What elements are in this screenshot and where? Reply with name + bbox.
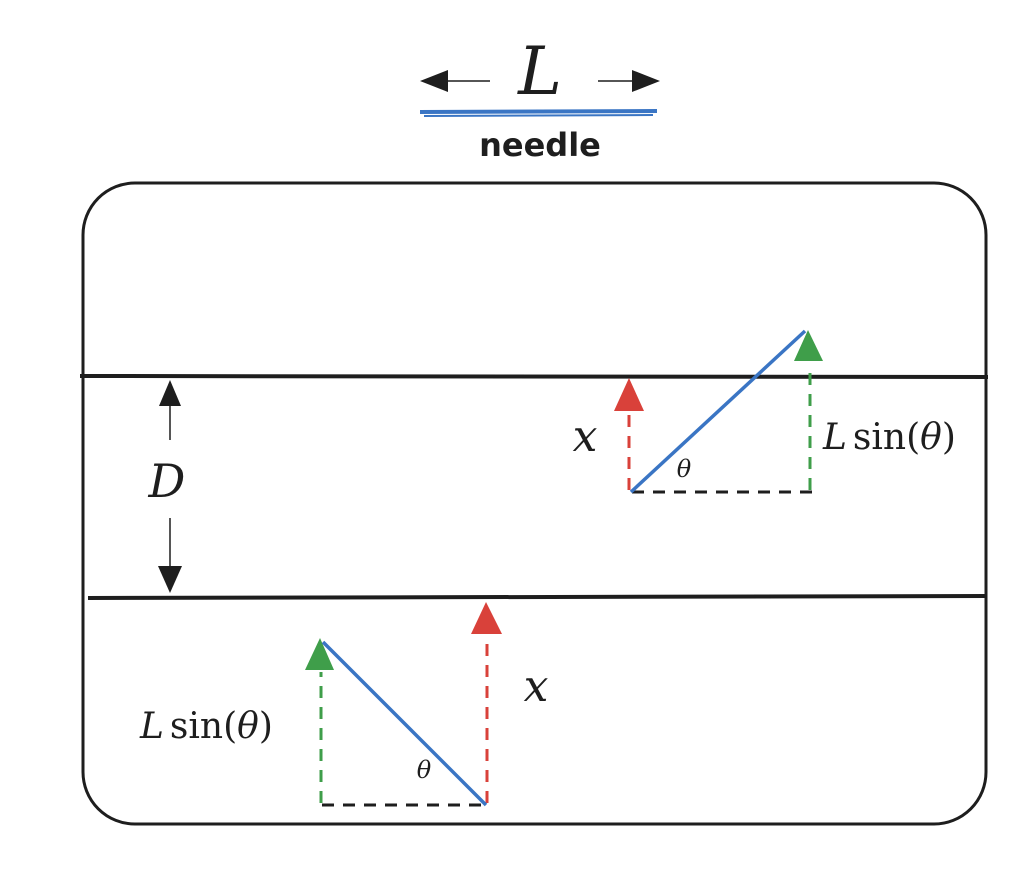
left-arrowhead-icon (420, 70, 448, 92)
upper-x-label: x (573, 411, 598, 462)
upper-lsin-L: L (822, 417, 847, 458)
lower-sin-arrowhead-icon (305, 638, 334, 670)
upper-lsin-fn: sin( (853, 417, 920, 458)
down-arrowhead-icon (158, 566, 182, 593)
needle-length-label: L (517, 33, 562, 110)
upper-x-arrowhead-icon (614, 378, 644, 411)
lower-lsin-L: L (139, 706, 164, 747)
upper-needle (629, 329, 807, 494)
upper-parallel-line (79, 374, 989, 379)
lower-x-label: x (524, 661, 549, 712)
lower-needle (321, 640, 488, 807)
up-arrowhead-icon (159, 380, 181, 406)
lower-x-arrowhead-icon (471, 602, 502, 634)
lower-parallel-line (87, 594, 987, 600)
board-outline (81, 181, 988, 826)
lower-lsin-close: ) (259, 706, 273, 747)
needle-legend: L needle (419, 33, 660, 164)
spacing-label: D (148, 454, 186, 508)
right-arrowhead-icon (632, 70, 660, 92)
upper-lsin-theta: θ (920, 417, 942, 458)
upper-lsin-close: ) (942, 417, 956, 458)
lower-lsin-fn: sin( (170, 706, 237, 747)
upper-theta-label: θ (677, 455, 692, 483)
needle-sample (419, 109, 658, 114)
upper-sin-arrowhead-icon (794, 330, 823, 361)
lower-theta-label: θ (417, 756, 432, 784)
lower-lsin-theta: θ (237, 706, 259, 747)
needle-sample-edge (423, 114, 654, 117)
spacing-indicator: D (148, 380, 186, 593)
needle-caption: needle (479, 126, 601, 164)
